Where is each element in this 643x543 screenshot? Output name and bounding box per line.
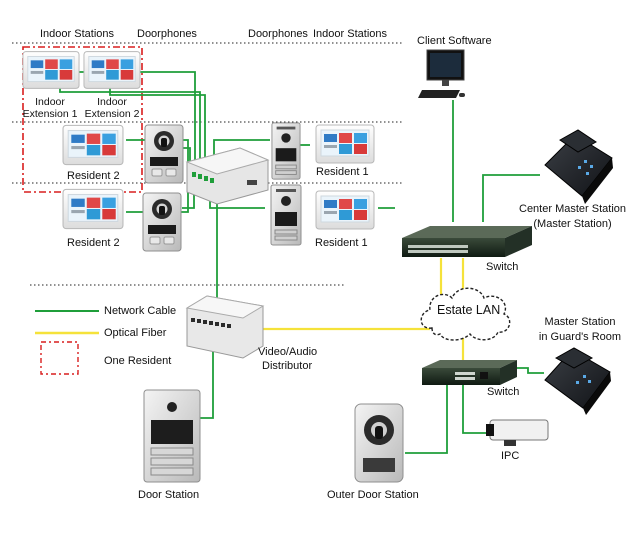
indoor-extension-2-text: Indoor Extension 2 bbox=[84, 96, 140, 120]
indoor-station-icon bbox=[22, 51, 80, 89]
label-resident-1-bottom: Resident 1 bbox=[315, 237, 368, 249]
indoor-station-icon bbox=[83, 51, 141, 89]
label-switch-bottom: Switch bbox=[487, 386, 520, 398]
label-client-software: Client Software bbox=[417, 35, 492, 47]
indoor-station-icon bbox=[62, 124, 124, 166]
legend-network-cable: Network Cable bbox=[104, 305, 177, 317]
label-video-audio-distributor: Video/Audio bbox=[258, 346, 318, 358]
video-audio-distributor-icon bbox=[185, 295, 265, 359]
label-indoor-extension-2: Indoor Extension 2 bbox=[82, 96, 142, 120]
legend-optical-fiber: Optical Fiber bbox=[104, 327, 167, 339]
label-ipc: IPC bbox=[501, 450, 520, 462]
header-indoor-stations-left: Indoor Stations bbox=[40, 28, 114, 40]
indoor-station-icon bbox=[315, 190, 375, 230]
doorphone-icon bbox=[271, 122, 301, 180]
label-center-master-station: Center Master Station bbox=[519, 203, 626, 215]
outer-door-station-icon bbox=[354, 403, 404, 483]
header-doorphones-right: Doorphones bbox=[248, 28, 308, 40]
label-video-audio-distributor-sub: Distributor bbox=[262, 360, 313, 372]
label-resident-1-top: Resident 1 bbox=[316, 166, 369, 178]
legend-one-resident: One Resident bbox=[104, 355, 172, 367]
camera-icon bbox=[486, 419, 549, 446]
label-estate-lan: Estate LAN bbox=[437, 303, 501, 317]
label-center-master-station-sub: (Master Station) bbox=[533, 218, 612, 230]
legend-resident-swatch bbox=[40, 341, 79, 375]
monitor-icon bbox=[418, 49, 465, 98]
label-indoor-extension-1: Indoor Extension 1 bbox=[20, 96, 80, 120]
doorphone-icon bbox=[144, 124, 184, 184]
indoor-station-icon bbox=[62, 188, 124, 230]
switch-icon bbox=[402, 226, 532, 257]
switch-icon bbox=[422, 360, 517, 385]
cloud-icon bbox=[420, 287, 511, 341]
indoor-station-icon bbox=[315, 124, 375, 164]
label-door-station: Door Station bbox=[138, 489, 200, 501]
distributor-box-icon bbox=[185, 147, 270, 205]
label-switch-top: Switch bbox=[486, 261, 519, 273]
indoor-extension-1-text: Indoor Extension 1 bbox=[22, 96, 78, 120]
label-master-station-guard-sub: in Guard's Room bbox=[538, 331, 622, 343]
header-doorphones-left: Doorphones bbox=[137, 28, 197, 40]
door-station-icon bbox=[143, 389, 201, 483]
label-resident-2-top: Resident 2 bbox=[67, 170, 120, 182]
label-outer-door-station: Outer Door Station bbox=[327, 489, 419, 501]
header-indoor-stations-right: Indoor Stations bbox=[313, 28, 387, 40]
master-station-icon bbox=[544, 347, 611, 415]
master-station-icon bbox=[544, 129, 613, 204]
label-resident-2-bottom: Resident 2 bbox=[67, 237, 120, 249]
doorphone-icon bbox=[270, 184, 302, 246]
one-resident-box bbox=[22, 46, 143, 193]
label-master-station-guard: Master Station bbox=[544, 316, 616, 328]
doorphone-icon bbox=[142, 192, 182, 252]
